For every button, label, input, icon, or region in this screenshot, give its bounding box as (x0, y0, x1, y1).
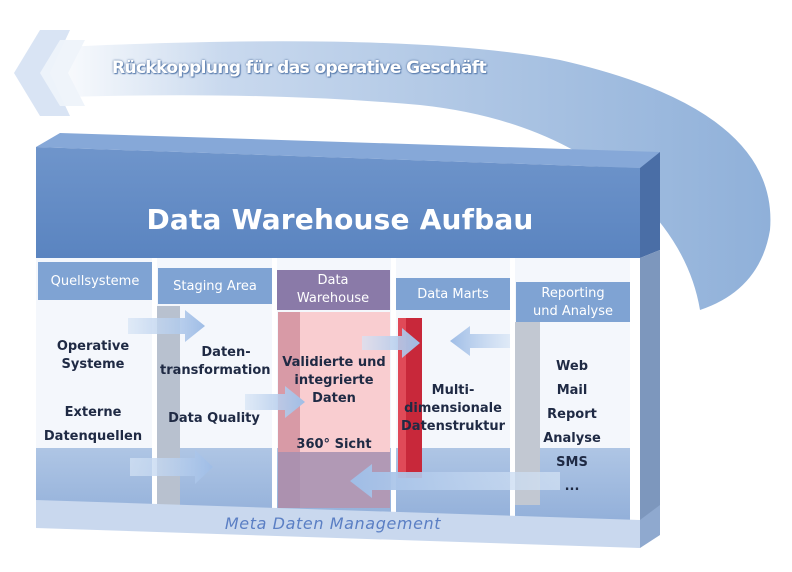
main-title: Data Warehouse Aufbau (146, 203, 534, 236)
header-box-staging (158, 268, 272, 304)
item-operative: Operative (56, 339, 130, 354)
item-daten: Daten- (201, 345, 251, 360)
item-systeme: Systeme (61, 357, 125, 372)
item-analyse: Analyse (543, 431, 601, 446)
item-360-sicht: 360° Sicht (296, 437, 372, 452)
arrow-source-to-staging-lower (130, 450, 213, 484)
item-daten-dw: Daten (312, 391, 356, 406)
item-report: Report (547, 407, 597, 422)
meta-base (36, 500, 660, 548)
item-web: Web (556, 359, 588, 374)
meta-label: Meta Daten Management (224, 514, 442, 533)
header-box-quellsysteme (38, 262, 152, 300)
flow-arrows (128, 310, 560, 498)
item-transformation: transformation (160, 363, 271, 378)
header-warehouse-line1: Data (317, 273, 349, 288)
staging-bar (156, 306, 180, 505)
arrow-warehouse-to-marts (362, 328, 420, 358)
item-multi: Multi- (431, 383, 475, 398)
arrow-reporting-to-marts (450, 326, 510, 356)
arrow-source-to-staging (128, 310, 205, 342)
item-datenquellen: Datenquellen (43, 429, 143, 444)
item-more: ... (564, 479, 580, 494)
header-box-marts (396, 278, 510, 310)
item-datenstruktur: Datenstruktur (401, 419, 505, 434)
header-reporting-line1: Reporting (541, 286, 605, 301)
feedback-arrow (14, 30, 771, 310)
item-mail: Mail (556, 383, 588, 398)
header-box-warehouse (276, 270, 390, 310)
pillars (152, 258, 640, 520)
side-wall (640, 250, 660, 534)
header-marts: Data Marts (417, 287, 489, 302)
arrow-back-to-warehouse (350, 464, 560, 498)
reporting-bar (514, 322, 540, 505)
title-block (36, 133, 660, 258)
header-warehouse-line2: Warehouse (296, 291, 370, 306)
item-externe: Externe (64, 405, 122, 420)
header-staging: Staging Area (173, 279, 257, 294)
item-dimensionale: dimensionale (404, 401, 502, 416)
item-sms: SMS (556, 455, 588, 470)
item-integrierte: integrierte (294, 373, 374, 388)
header-quellsysteme: Quellsysteme (50, 274, 140, 289)
header-reporting-line2: und Analyse (532, 304, 614, 319)
item-validierte: Validierte und (282, 355, 386, 370)
header-box-reporting (516, 282, 630, 322)
feedback-label: Rückkopplung für das operative Geschäft (112, 58, 487, 78)
item-data-quality: Data Quality (168, 411, 260, 426)
arrow-staging-to-warehouse (245, 386, 305, 418)
